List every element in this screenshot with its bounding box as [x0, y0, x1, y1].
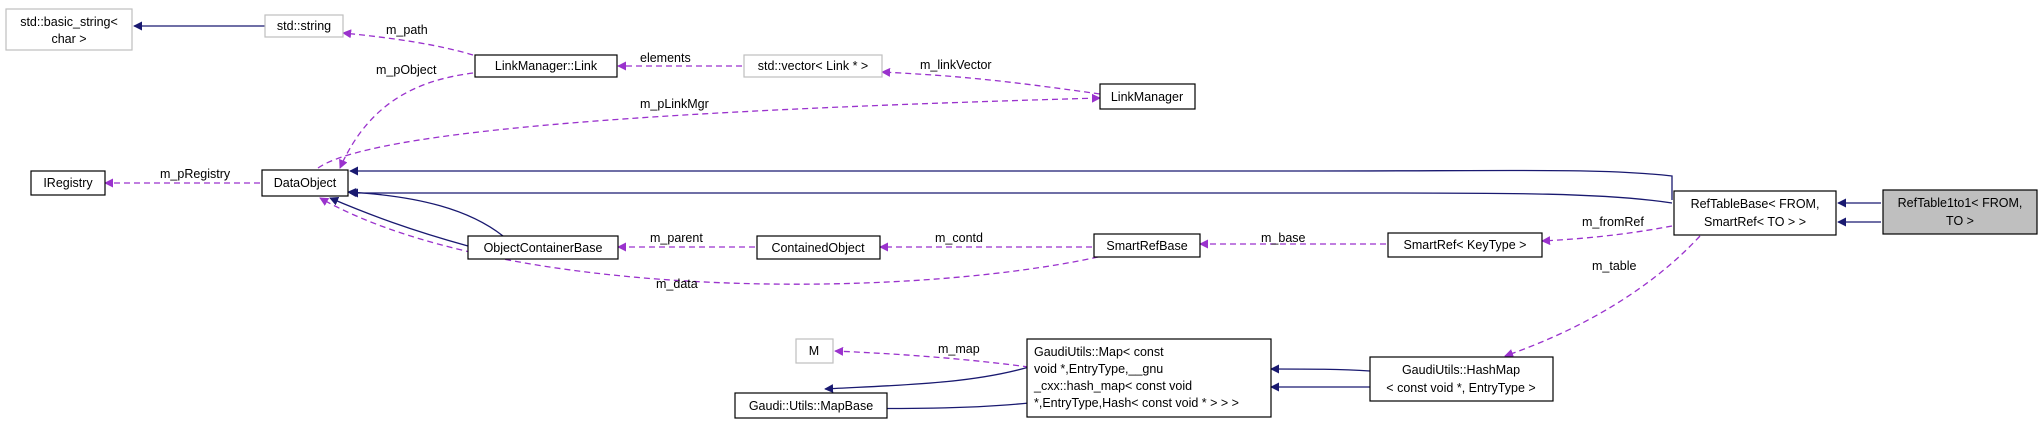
svg-text:Gaudi::Utils::MapBase: Gaudi::Utils::MapBase	[749, 399, 873, 413]
node-object-container-base[interactable]: ObjectContainerBase	[467, 235, 619, 260]
edge-label-m_path: m_path	[386, 23, 428, 37]
svg-text:*,EntryType,Hash< const void *: *,EntryType,Hash< const void * > > >	[1034, 396, 1239, 410]
edge-label-m_linkVector: m_linkVector	[920, 58, 992, 72]
svg-text:RefTableBase< FROM,: RefTableBase< FROM,	[1691, 197, 1820, 211]
svg-text:ObjectContainerBase: ObjectContainerBase	[484, 241, 603, 255]
svg-text:LinkManager::Link: LinkManager::Link	[495, 59, 598, 73]
svg-text:std::vector< Link * >: std::vector< Link * >	[758, 59, 868, 73]
svg-text:RefTable1to1< FROM,: RefTable1to1< FROM,	[1898, 196, 2023, 210]
edge-reftablebase-keytype-m_fromRef	[1541, 225, 1673, 246]
node-smartrefbase[interactable]: SmartRefBase	[1093, 233, 1201, 258]
edge-hashmap-gaudimap-1	[1270, 364, 1371, 374]
svg-text:GaudiUtils::HashMap: GaudiUtils::HashMap	[1402, 363, 1520, 377]
edge-label-elements: elements	[640, 51, 691, 65]
svg-text:IRegistry: IRegistry	[43, 176, 93, 190]
node-iregistry[interactable]: IRegistry	[30, 170, 106, 196]
edge-smartrefbase-dataobject-m_data	[319, 197, 1099, 285]
svg-text:std::string: std::string	[277, 19, 331, 33]
node-hashmap[interactable]: GaudiUtils::HashMap < const void *, Entr…	[1369, 356, 1554, 402]
svg-text:SmartRefBase: SmartRefBase	[1106, 239, 1187, 253]
edge-reftablebase-dataobject-1	[349, 166, 1673, 200]
node-dataobject[interactable]: DataObject	[261, 169, 349, 197]
edge-gaudimap-mapbase-1	[824, 366, 1030, 394]
node-std-string[interactable]: std::string	[264, 14, 344, 38]
node-smartref-keytype[interactable]: SmartRef< KeyType >	[1387, 232, 1543, 258]
svg-text:SmartRef< TO > >: SmartRef< TO > >	[1704, 215, 1806, 229]
node-gaudi-map[interactable]: GaudiUtils::Map< const void *,EntryType,…	[1026, 338, 1272, 418]
node-linkmanager-link[interactable]: LinkManager::Link	[474, 54, 618, 78]
node-gaudi-mapbase[interactable]: Gaudi::Utils::MapBase	[734, 392, 888, 419]
svg-text:ContainedObject: ContainedObject	[771, 241, 865, 255]
svg-text:void *,EntryType,__gnu: void *,EntryType,__gnu	[1034, 362, 1163, 376]
edge-label-m_parent: m_parent	[650, 231, 703, 245]
svg-text:LinkManager: LinkManager	[1111, 90, 1183, 104]
svg-text:GaudiUtils::Map< const: GaudiUtils::Map< const	[1034, 345, 1164, 359]
svg-text:_cxx::hash_map< const void: _cxx::hash_map< const void	[1033, 379, 1192, 393]
edge-link-string-m_path	[342, 29, 474, 56]
edge-label-m_pObject: m_pObject	[376, 63, 437, 77]
edge-label-m_contd: m_contd	[935, 231, 983, 245]
node-linkmanager[interactable]: LinkManager	[1099, 83, 1196, 110]
node-m[interactable]: M	[795, 338, 834, 364]
edge-reftablebase-dataobject-2	[349, 188, 1673, 204]
edge-label-m_table: m_table	[1592, 259, 1637, 273]
edge-linkmanager-vector-m_linkVector	[881, 67, 1101, 95]
edge-label-m_fromRef: m_fromRef	[1582, 215, 1644, 229]
svg-text:M: M	[809, 344, 819, 358]
node-reftablebase[interactable]: RefTableBase< FROM, SmartRef< TO > >	[1673, 190, 1837, 236]
svg-text:TO >: TO >	[1946, 214, 1974, 228]
edge-link-dataobject-m_pObject	[339, 72, 474, 169]
svg-text:std::basic_string<: std::basic_string<	[20, 15, 118, 29]
edge-label-m_map: m_map	[938, 342, 980, 356]
edge-label-m_data: m_data	[656, 277, 698, 291]
edge-label-m_base: m_base	[1261, 231, 1306, 245]
svg-text:< const void *, EntryType >: < const void *, EntryType >	[1386, 381, 1535, 395]
node-reftable1to1[interactable]: RefTable1to1< FROM, TO >	[1882, 189, 2038, 235]
edge-containerbase-dataobject-1	[347, 187, 504, 237]
edge-dataobject-linkmanager-m_pLinkMgr	[317, 93, 1101, 169]
node-vector-link[interactable]: std::vector< Link * >	[743, 54, 883, 78]
node-contained-object[interactable]: ContainedObject	[756, 235, 881, 260]
edge-reftablebase-hashmap-m_table	[1504, 235, 1701, 358]
edge-containerbase-dataobject-2	[329, 197, 469, 247]
node-basic-string[interactable]: std::basic_string< char >	[5, 8, 133, 51]
svg-text:DataObject: DataObject	[274, 176, 337, 190]
edge-gaudimap-m-m_map	[834, 346, 1030, 368]
svg-text:SmartRef< KeyType >: SmartRef< KeyType >	[1404, 238, 1527, 252]
edge-label-m_pLinkMgr: m_pLinkMgr	[640, 97, 709, 111]
edge-label-m_pRegistry: m_pRegistry	[160, 167, 231, 181]
svg-text:char >: char >	[51, 32, 86, 46]
